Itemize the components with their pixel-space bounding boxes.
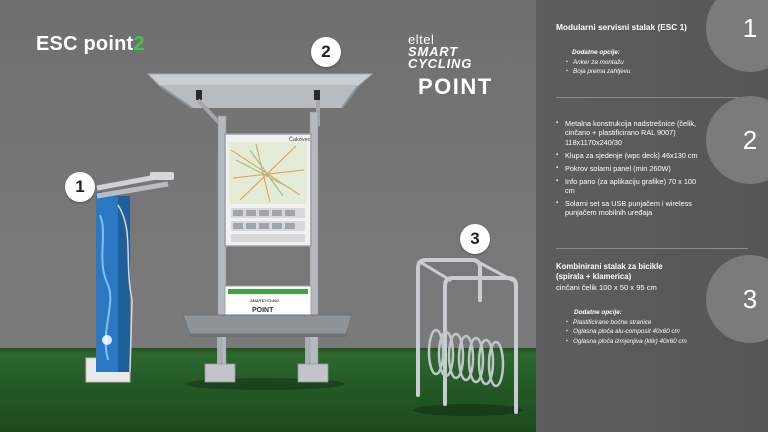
bike-shelter: Čakovec SMART CYCLING POINT [146, 73, 374, 383]
rack-shadow [413, 404, 523, 416]
option-item: Anker za montažu [566, 58, 630, 67]
option-item: Oglasna ploča izmjenjiva (klik) 40x60 cm [566, 337, 687, 346]
bike-rack [416, 258, 518, 414]
spec-item: Klupa za sjedenje (wpc deck) 46x130 cm [556, 151, 706, 161]
spec-title-3-line2: (spirala + klamerica) [556, 272, 632, 281]
eltel-logo-line3: CYCLING [408, 56, 473, 71]
spec-item: Info pano (za aplikaciju grafike) 70 x 1… [556, 177, 706, 196]
point-logo: POINT [418, 74, 493, 99]
spec-number-2: 2 [706, 96, 768, 184]
spec-number-1: 1 [706, 0, 768, 72]
product-scene: Čakovec SMART CYCLING POINT [85, 73, 523, 416]
stand-arm-2 [96, 181, 169, 199]
service-stand [85, 172, 174, 383]
brand-suffix: 2 [133, 33, 145, 55]
spec-title-3: Kombinirani stalak za bicikle (spirala +… [556, 262, 663, 282]
esc-point-logo: ESC point2 [36, 33, 145, 56]
sign-line3: POINT [252, 307, 274, 314]
shelter-roof-glass [160, 86, 358, 108]
option-item: Boja prema zahtjevu [566, 67, 630, 76]
spec-item: Pokrov solarni panel (min 260W) [556, 164, 706, 174]
option-item: Oglasna ploča alu-composit 40x60 cm [566, 327, 687, 336]
options-list-3: Plastificirane bočne stranice Oglasna pl… [566, 318, 687, 346]
spec-item: Metalna konstrukcija nadstrešnice (čelik… [556, 119, 706, 147]
eltel-smart-cycling-logo: eltel SMART CYCLING [408, 33, 518, 70]
brand-name: ESC point [36, 33, 134, 55]
spec-title-1: Modularni servisni stalak (ESC 1) [556, 22, 687, 32]
option-item: Plastificirane bočne stranice [566, 318, 687, 327]
sign-line1: SMART [250, 299, 264, 303]
marker-2-badge: 2 [311, 37, 341, 67]
spec-item: Solarni set sa USB punjačem i wireless p… [556, 199, 706, 218]
spec-number-3: 3 [706, 255, 768, 343]
options-list-1: Anker za montažu Boja prema zahtjevu [566, 58, 630, 77]
shelter-roof-top [146, 73, 374, 87]
spec-title-3-line1: Kombinirani stalak za bicikle [556, 262, 663, 271]
marker-1-badge: 1 [65, 172, 95, 202]
spec-panel: 1 Modularni servisni stalak (ESC 1) Doda… [536, 0, 768, 432]
divider [556, 248, 748, 249]
sign-line2: CYCLING [262, 299, 279, 303]
eltel-logo-line2: SMART [408, 44, 458, 59]
marker-3-badge: 3 [460, 224, 490, 254]
shelter-bench [182, 314, 353, 335]
specs-list-2: Metalna konstrukcija nadstrešnice (čelik… [556, 119, 706, 221]
map-title: Čakovec [289, 136, 311, 143]
options-title-1: Dodatne opcije: [572, 49, 620, 56]
divider [556, 97, 748, 98]
rack-spiral [427, 328, 505, 388]
options-title-3: Dodatne opcije: [574, 309, 622, 316]
eltel-logo-line1: eltel [408, 32, 435, 47]
spec-subtitle-3: cinčani čelik 100 x 50 x 95 cm [556, 283, 657, 292]
